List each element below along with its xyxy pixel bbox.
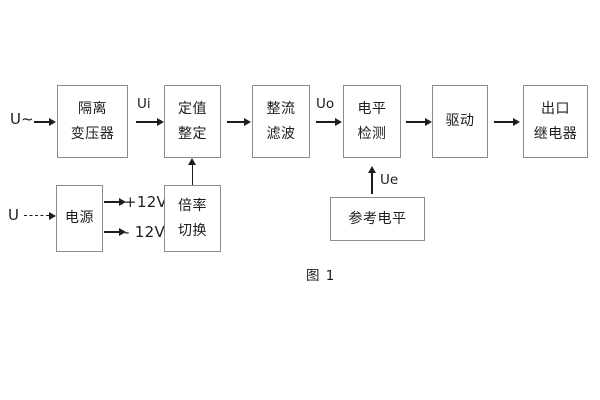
block-drive[interactable]: 驱动 — [432, 85, 488, 158]
block-setting-value-line1: 定值 — [178, 101, 207, 117]
block-multiplier-switch-line2: 切换 — [178, 222, 207, 239]
block-reference-level[interactable]: 参考电平 — [330, 197, 425, 241]
block-level-detection-line2: 检测 — [357, 125, 387, 142]
figure-caption: 图 1 — [306, 268, 336, 284]
block-isolation-transformer[interactable]: 隔离 变压器 — [57, 85, 128, 158]
block-power-supply[interactable]: 电源 — [56, 185, 103, 252]
signal-label-ue: Ue — [380, 172, 399, 188]
block-isolation-transformer-line1: 隔离 — [78, 101, 107, 117]
ac-input-label: U~ — [10, 110, 34, 128]
block-level-detection-line1: 电平 — [357, 101, 387, 117]
block-rectify-filter-line2: 滤波 — [266, 125, 296, 142]
block-multiplier-switch[interactable]: 倍率 切换 — [164, 185, 221, 252]
rail-positive-label: +12V — [124, 193, 168, 211]
block-multiplier-switch-line1: 倍率 — [178, 198, 207, 214]
block-rectify-filter[interactable]: 整流 滤波 — [252, 85, 310, 158]
block-output-relay-line2: 继电器 — [533, 125, 578, 142]
block-power-supply-line1: 电源 — [65, 210, 94, 227]
rail-negative-label: - 12V — [124, 223, 166, 241]
block-isolation-transformer-line2: 变压器 — [70, 125, 115, 142]
signal-label-ui: Ui — [137, 96, 151, 112]
dc-input-label: U — [8, 206, 19, 224]
block-rectify-filter-line1: 整流 — [266, 101, 296, 117]
block-output-relay[interactable]: 出口 继电器 — [523, 85, 588, 158]
signal-label-uo: Uo — [316, 96, 335, 112]
block-reference-level-line1: 参考电平 — [348, 210, 407, 227]
block-drive-line1: 驱动 — [445, 113, 475, 130]
block-setting-value-line2: 整定 — [178, 125, 207, 142]
block-level-detection[interactable]: 电平 检测 — [343, 85, 401, 158]
block-setting-value[interactable]: 定值 整定 — [164, 85, 221, 158]
block-output-relay-line1: 出口 — [541, 101, 570, 117]
